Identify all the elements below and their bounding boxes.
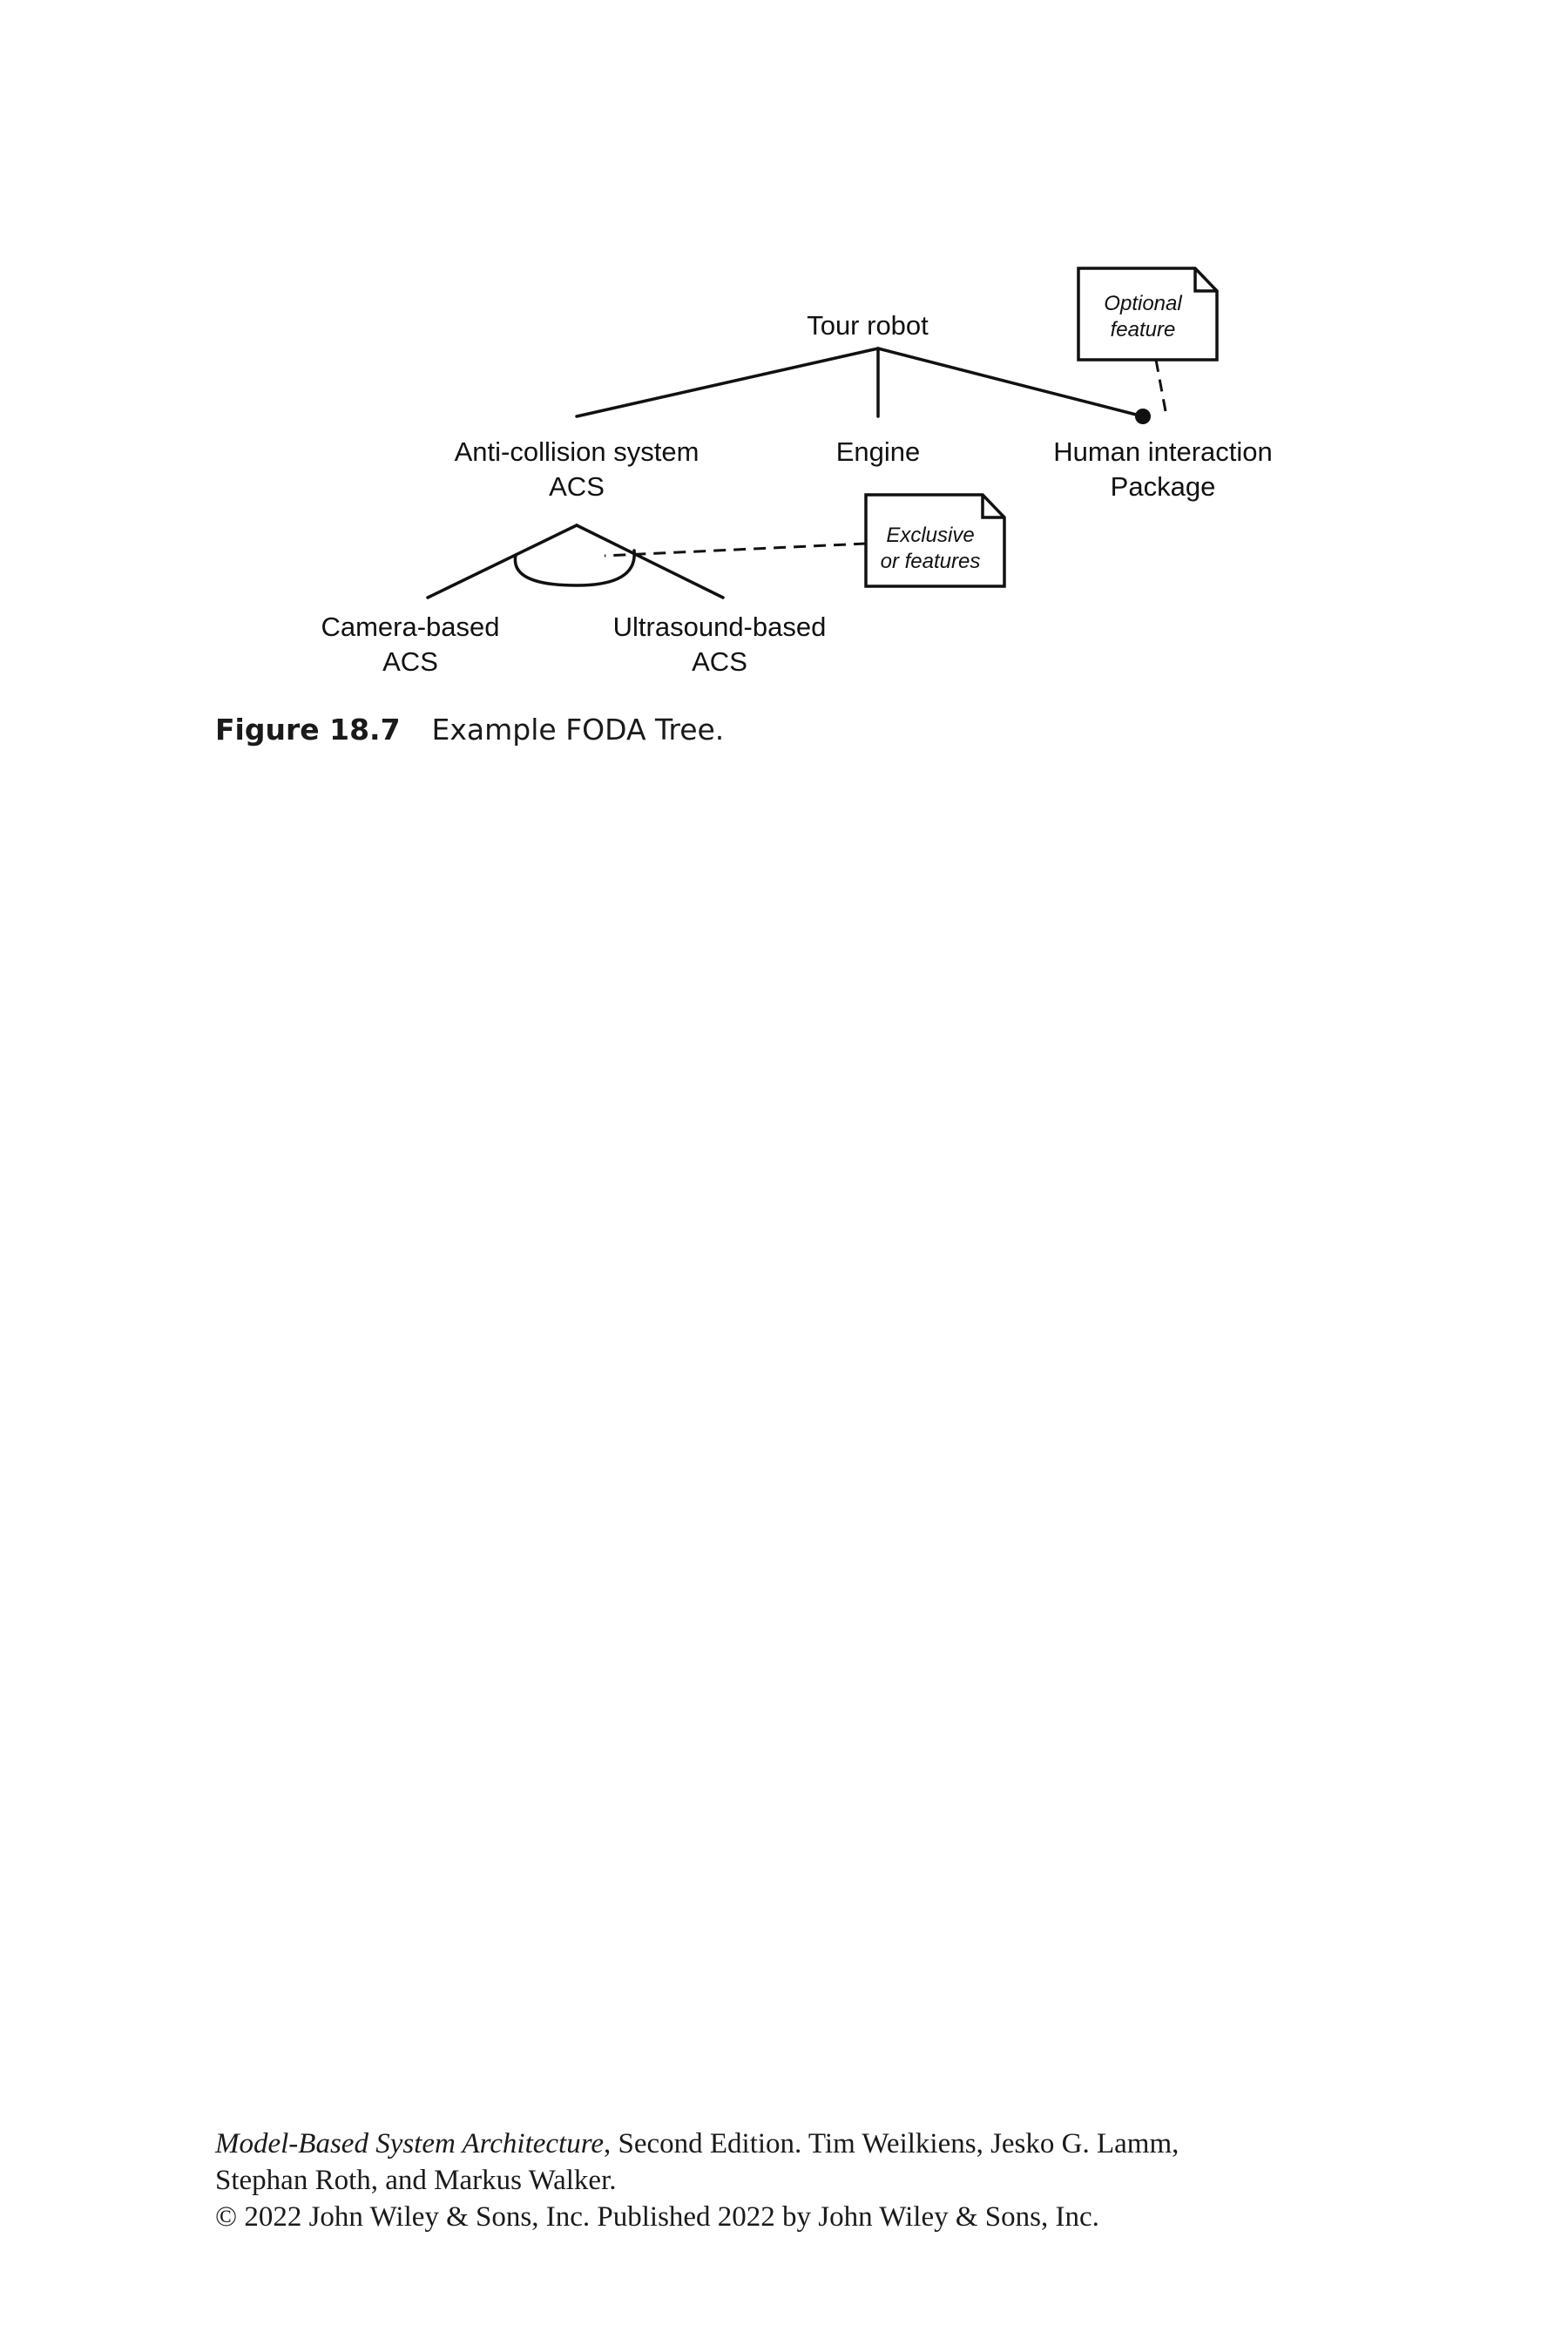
edge-acs-camera (426, 524, 578, 599)
node-ultrasound-line1: Ultrasound-based (613, 612, 827, 642)
alternative-group-arc (513, 549, 636, 587)
node-tour-robot: Tour robot (807, 310, 929, 341)
edge-root-acs (575, 347, 880, 418)
footer-line2: Stephan Roth, and Markus Walker. (215, 2165, 617, 2196)
edge-acs-ultrasound (575, 524, 725, 599)
node-hip-line1: Human interaction (1053, 436, 1273, 467)
footer-line1: Model-Based System Architecture, Second … (215, 2126, 1179, 2162)
node-camera-line2: ACS (382, 646, 438, 677)
node-camera-line1: Camera-based (321, 612, 499, 642)
footer-line3: © 2022 John Wiley & Sons, Inc. Published… (215, 2201, 1099, 2233)
exclusive-note-line2: or features (881, 550, 981, 573)
node-ultrasound-line2: ACS (692, 646, 747, 677)
footer-line1-rest: , Second Edition. Tim Weilkiens, Jesko G… (603, 2128, 1179, 2159)
book-title: Model-Based System Architecture (215, 2128, 604, 2159)
exclusive-features-note (864, 493, 1006, 588)
optional-note-line1: Optional (1104, 292, 1182, 315)
foda-tree-diagram: Optional feature Exclusive or features T… (321, 267, 1273, 677)
figure-number: Figure 18.7 (215, 713, 401, 747)
node-hip-line2: Package (1111, 471, 1216, 502)
optional-note-anchor (1154, 359, 1167, 412)
node-acs-line1: Anti-collision system (455, 436, 700, 467)
exclusive-note-anchor (604, 542, 867, 558)
node-acs-line2: ACS (549, 471, 605, 502)
edge-root-hip (876, 347, 1145, 418)
exclusive-note-line1: Exclusive (886, 524, 974, 547)
figure-caption: Figure 18.7 Example FODA Tree. (215, 713, 724, 747)
optional-feature-note (1077, 267, 1219, 362)
optional-note-line2: feature (1111, 318, 1176, 341)
figure-title: Example FODA Tree. (431, 713, 725, 747)
optional-marker-dot (1135, 409, 1151, 424)
copyright-footer: Model-Based System Architecture, Second … (215, 2126, 1179, 2235)
node-engine: Engine (836, 436, 921, 467)
